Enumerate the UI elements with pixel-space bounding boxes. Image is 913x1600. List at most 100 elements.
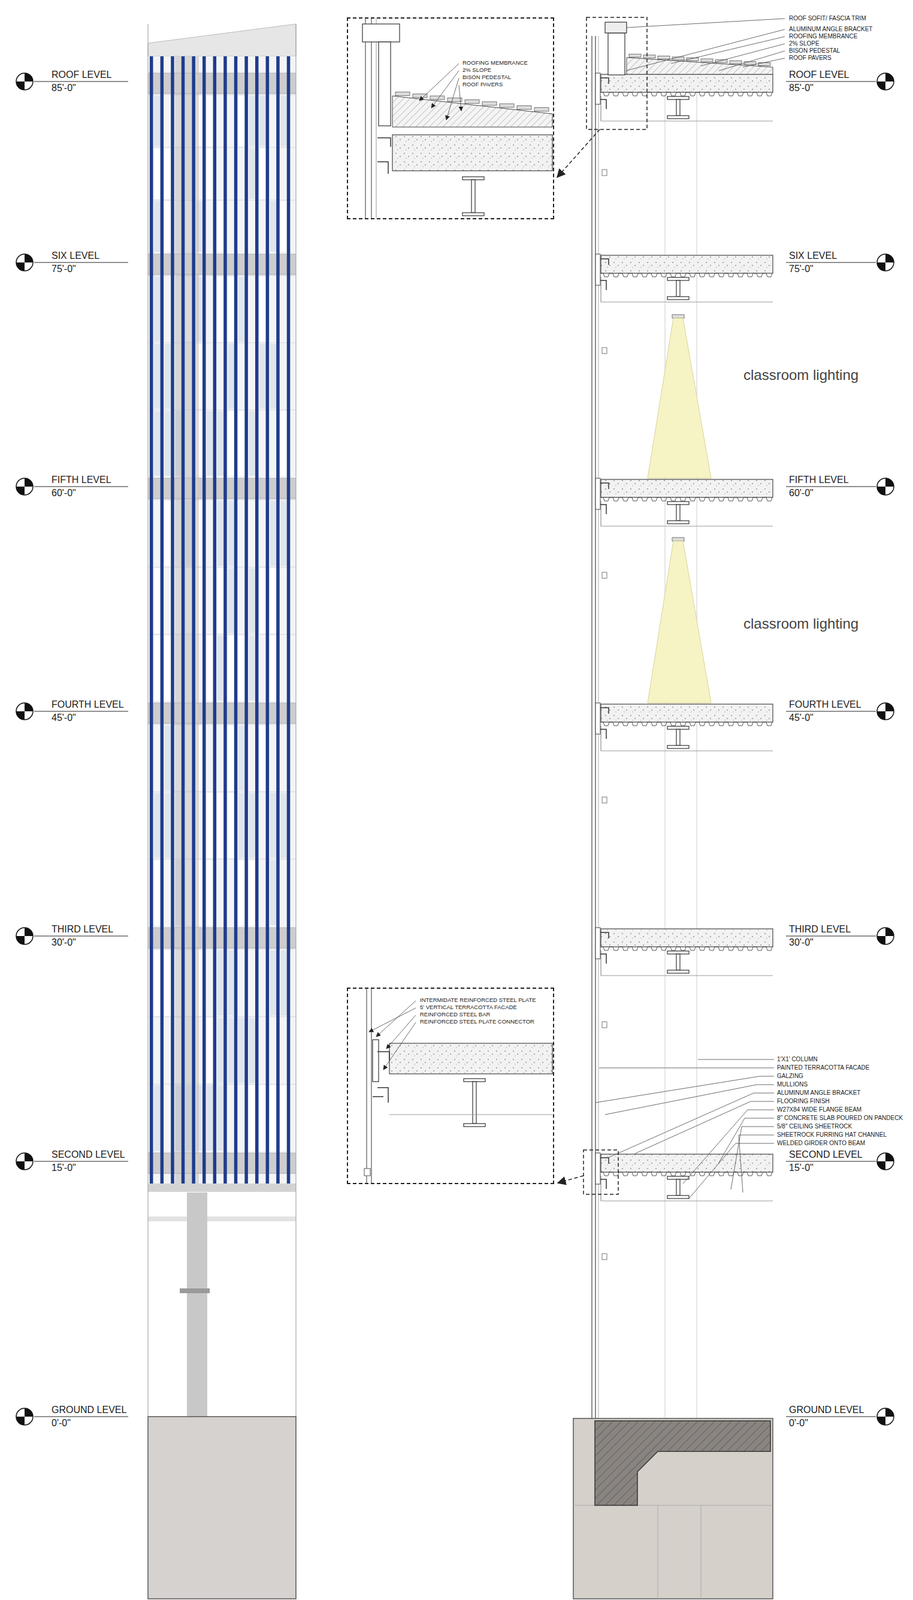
roof-insulation [626, 57, 773, 75]
callout-text: ALUMINUM ANGLE BRACKET [788, 25, 873, 33]
beam-web [676, 280, 680, 297]
terracotta-fin [213, 56, 217, 1184]
level-datum-fill [885, 478, 894, 487]
room-note: classroom lighting [742, 366, 860, 384]
beam-flange [463, 1078, 486, 1082]
beam-flange [462, 212, 485, 216]
level-datum-fill [885, 702, 894, 712]
level-datum-fill [24, 478, 33, 487]
level-elevation: 85'-0" [50, 82, 77, 94]
level-datum [16, 1152, 33, 1170]
level-line [785, 81, 876, 83]
leader-line [742, 58, 785, 68]
level-datum [16, 73, 33, 90]
callout-text: PAINTED TERRACOTTA FACADE [776, 1063, 870, 1072]
beam-flange [462, 176, 485, 180]
leader-line [446, 77, 459, 120]
level-name: FIFTH LEVEL [50, 474, 113, 486]
level-datum [16, 254, 33, 271]
level-name: ROOF LEVEL [788, 69, 850, 81]
level-elevation: 85'-0" [788, 82, 815, 94]
edge-plate [595, 254, 601, 286]
mullion-line [147, 409, 296, 411]
parapet [608, 32, 625, 75]
edge-plate [595, 1152, 601, 1184]
level-elevation: 15'-0" [788, 1162, 815, 1174]
concrete-slab [600, 703, 773, 722]
ceiling-line [600, 121, 773, 122]
level-datum [877, 1152, 894, 1170]
pandeck [600, 92, 773, 96]
elevation-outline [147, 23, 149, 1417]
level-line [34, 711, 129, 712]
level-elevation: 30'-0" [788, 936, 815, 948]
floor-band [147, 254, 296, 275]
level-datum-fill [877, 81, 886, 90]
level-elevation: 60'-0" [788, 487, 815, 499]
facade-line [364, 18, 366, 219]
concrete-slab [600, 928, 773, 947]
floor-band-edge [147, 723, 296, 724]
facade-line [376, 18, 377, 219]
elevation-outline [295, 23, 297, 1417]
roof-paver [657, 55, 670, 59]
detail-marker [583, 1149, 619, 1194]
level-elevation: 15'-0" [50, 1162, 77, 1174]
ceiling-line [600, 1200, 773, 1202]
leader-line [697, 1059, 775, 1060]
beam-flange [667, 1175, 689, 1179]
level-datum-fill [885, 254, 894, 263]
level-line [785, 1416, 876, 1417]
detail-note: 2% SLOPE [461, 67, 492, 74]
level-elevation: 0'-0" [50, 1417, 72, 1429]
light-fixture [672, 314, 685, 319]
terracotta-fin [244, 56, 249, 1184]
level-datum [16, 702, 33, 720]
floor-band-edge [147, 498, 296, 500]
level-datum [877, 927, 894, 945]
leader-line [605, 1084, 775, 1115]
floor-band-edge [147, 254, 296, 255]
roof-paver [412, 94, 428, 98]
terracotta-fin [202, 56, 207, 1184]
level-line [34, 1416, 129, 1417]
leader-line [718, 1117, 775, 1163]
mullion-line [147, 342, 296, 344]
roof-paver [700, 58, 713, 62]
beam-web [472, 1081, 477, 1124]
mullion-line [147, 1083, 296, 1085]
pandeck [600, 1171, 773, 1176]
callout-text: 1'X1' COLUMN [776, 1055, 819, 1063]
edge-plate [595, 927, 601, 959]
beam-flange [667, 726, 689, 730]
floor-band [147, 73, 296, 94]
level-name: ROOF LEVEL [50, 69, 113, 81]
angle-bracket [372, 1051, 390, 1103]
glazing-line [591, 35, 593, 1419]
mullion-line [147, 724, 296, 725]
level-name: SIX LEVEL [788, 250, 838, 262]
floor-band-edge [147, 1173, 296, 1174]
terracotta-fin [149, 56, 154, 1184]
pandeck [600, 721, 773, 726]
level-datum-fill [16, 262, 25, 271]
level-name: SIX LEVEL [50, 250, 101, 262]
level-datum-fill [24, 1407, 33, 1417]
floor-band [147, 1152, 296, 1174]
storefront-bar [179, 1288, 210, 1293]
level-datum-fill [877, 711, 886, 720]
level-name: SECOND LEVEL [788, 1149, 864, 1160]
detail-note: REINFORCED STEEL BAR [419, 1011, 491, 1018]
level-datum-fill [16, 486, 25, 495]
callout-text: FLOORING FINISH [776, 1097, 831, 1105]
mullion-line [147, 791, 296, 792]
level-elevation: 60'-0" [50, 487, 77, 499]
detail-note: ROOFING MEMBRANCE [461, 59, 529, 67]
terracotta-fin [181, 56, 186, 1184]
concrete-slab [389, 1043, 553, 1074]
mullion-line [147, 858, 296, 860]
level-elevation: 75'-0" [50, 263, 77, 275]
callout-text: WELDED GIRDER ONTO BEAM [776, 1139, 866, 1147]
level-line [34, 1161, 129, 1162]
